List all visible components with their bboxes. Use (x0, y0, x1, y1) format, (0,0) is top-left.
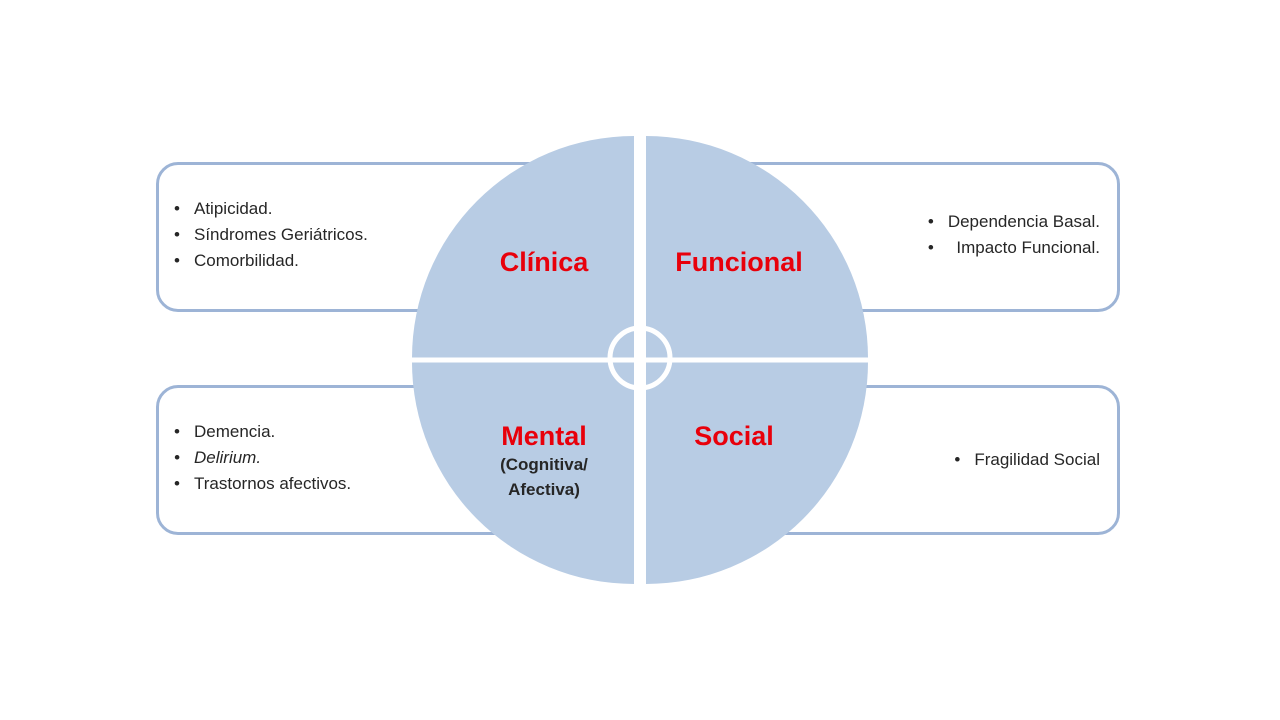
center-ring (607, 325, 673, 391)
funcional-item-impacto: Impacto Funcional. (916, 235, 1100, 261)
mental-item-demencia: Demencia. (162, 419, 351, 445)
social-list: Fragilidad Social (942, 447, 1100, 473)
clinica-item-comorbilidad: Comorbilidad. (162, 248, 368, 274)
quadrant-clinica (412, 136, 634, 358)
funcional-item-dependencia: Dependencia Basal. (916, 209, 1100, 235)
clinica-list: Atipicidad. Síndromes Geriátricos. Comor… (162, 196, 368, 274)
mental-title-block: Mental (Cognitiva/ Afectiva) (474, 420, 614, 502)
clinica-item-sindromes: Síndromes Geriátricos. (162, 222, 368, 248)
quadrant-social (646, 362, 868, 584)
funcional-list: Dependencia Basal. Impacto Funcional. (916, 209, 1100, 261)
social-item-fragilidad: Fragilidad Social (942, 447, 1100, 473)
mental-title: Mental (501, 421, 587, 451)
clinica-title: Clínica (499, 247, 589, 277)
quadrant-mental (412, 362, 634, 584)
mental-item-delirium: Delirium. (162, 445, 351, 471)
mental-subtitle-line2: Afectiva) (508, 480, 580, 499)
mental-subtitle-line1: (Cognitiva/ (500, 455, 588, 474)
quadrant-funcional (646, 136, 868, 358)
funcional-title: Funcional (675, 247, 803, 277)
clinica-item-atipicidad: Atipicidad. (162, 196, 368, 222)
social-title: Social (694, 421, 774, 451)
mental-item-trastornos: Trastornos afectivos. (162, 471, 351, 497)
mental-list: Demencia. Delirium. Trastornos afectivos… (162, 419, 351, 497)
